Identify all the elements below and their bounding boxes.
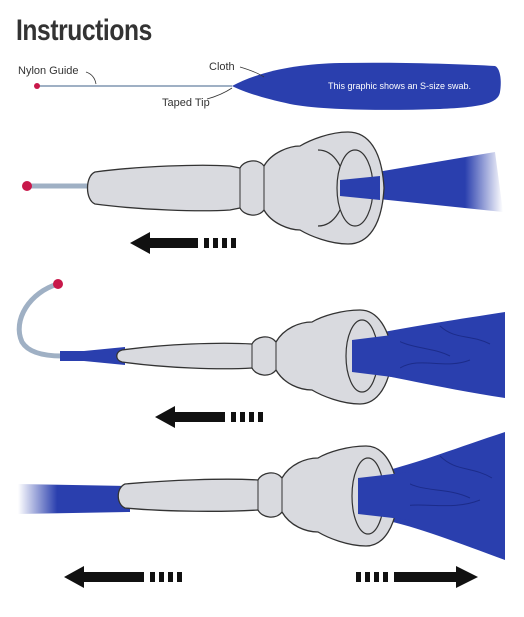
step-2-cloth-inside — [352, 334, 400, 378]
leader-taped-tip — [206, 87, 233, 100]
step-3-arrow-right — [356, 566, 478, 588]
step-2-guide-tip — [53, 279, 63, 289]
step-2 — [16, 279, 505, 428]
swab-size-note: This graphic shows an S-size swab. — [328, 81, 471, 91]
leader-cloth — [239, 66, 265, 78]
step-2-arrow-left — [155, 406, 263, 428]
step-3-cloth-front — [360, 432, 505, 560]
step-1 — [22, 131, 503, 254]
step-3-cloth-inside — [358, 472, 410, 520]
swab-cloth-shape — [232, 62, 501, 110]
step-3-cloth-tail — [18, 484, 130, 514]
step-1-cloth-inside — [340, 176, 380, 200]
step-1-arrow-left — [130, 232, 236, 254]
swab-overview: This graphic shows an S-size swab. Nylon… — [18, 61, 501, 110]
nylon-guide-tip — [34, 83, 40, 89]
step-2-mouthpiece-shank — [116, 309, 393, 405]
label-taped-tip: Taped Tip — [162, 97, 210, 109]
step-2-taped-tip — [60, 351, 84, 361]
leader-nylon-guide — [85, 71, 97, 85]
step-1-guide-tip — [22, 181, 32, 191]
step-1-mouthpiece-shank — [86, 131, 385, 245]
step-2-cloth-leading — [84, 347, 125, 365]
step-3 — [18, 432, 505, 588]
label-nylon-guide: Nylon Guide — [18, 65, 79, 77]
step-2-nylon-guide — [16, 281, 63, 359]
label-cloth: Cloth — [209, 61, 235, 73]
step-3-arrow-left — [64, 566, 182, 588]
page-title: Instructions — [16, 14, 152, 47]
